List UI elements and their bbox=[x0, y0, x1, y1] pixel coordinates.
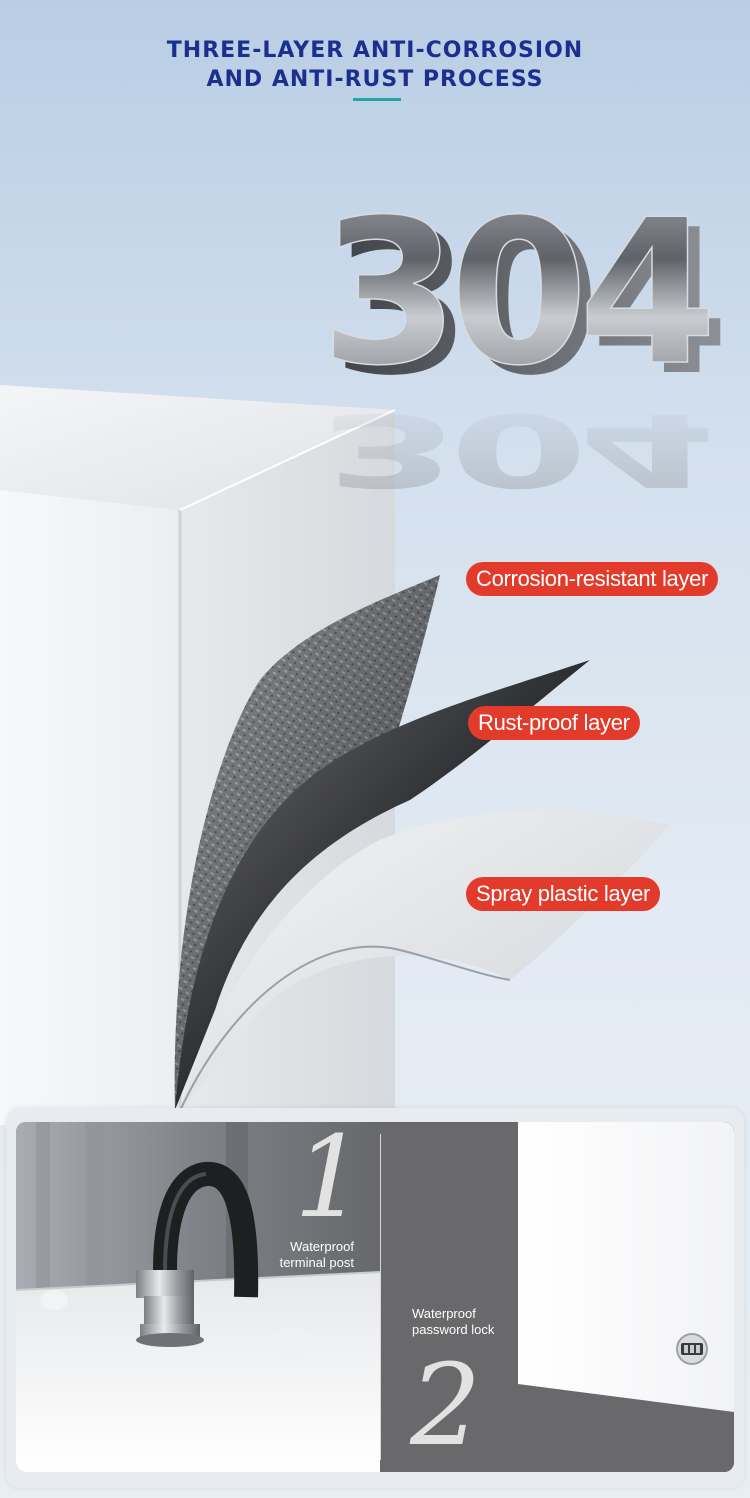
layer-badge-corrosion-resistant: Corrosion-resistant layer bbox=[466, 562, 719, 596]
feature-panel: 1 Waterproof terminal post Waterproof pa… bbox=[6, 1108, 744, 1488]
extrusion-304: 304 bbox=[332, 187, 720, 420]
terminal-post-photo bbox=[16, 1122, 380, 1472]
section-heading: THREE-LAYER ANTI-CORROSION AND ANTI-RUST… bbox=[0, 36, 750, 94]
heading-line-1: THREE-LAYER ANTI-CORROSION bbox=[166, 38, 584, 63]
feature-panel-inner: 1 Waterproof terminal post Waterproof pa… bbox=[16, 1122, 734, 1472]
layer-badge-spray-plastic: Spray plastic layer bbox=[466, 877, 661, 911]
layer-badge-rust-proof: Rust-proof layer bbox=[468, 706, 640, 740]
enclosure-illustration bbox=[0, 385, 670, 1125]
heading-line-2: AND ANTI-RUST PROCESS bbox=[206, 67, 544, 92]
feature-caption-terminal-post: Waterproof terminal post bbox=[279, 1239, 354, 1270]
feature-divider bbox=[380, 1134, 381, 1460]
heading-underline bbox=[353, 98, 401, 101]
material-304-graphic: 304 304 304 bbox=[319, 176, 730, 507]
reflection-304: 304 bbox=[320, 391, 709, 507]
face-304: 304 bbox=[320, 177, 708, 410]
feature-number-2: 2 bbox=[410, 1341, 482, 1471]
feature-caption-password-lock: Waterproof password lock bbox=[412, 1306, 495, 1337]
feature-number-1: 1 bbox=[294, 1122, 366, 1243]
password-lock-photo bbox=[380, 1122, 734, 1472]
